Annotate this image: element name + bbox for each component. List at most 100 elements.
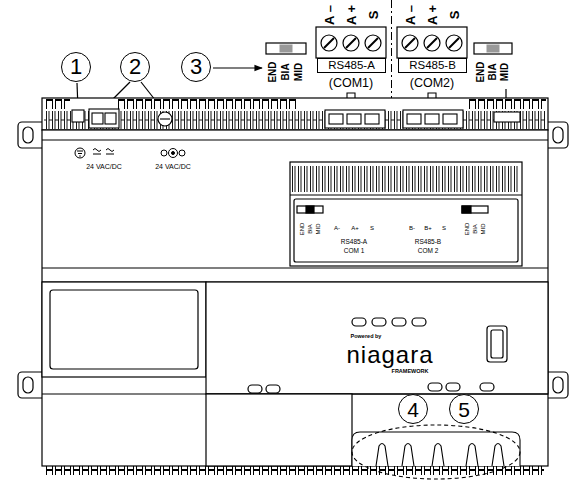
vent-fins <box>468 99 546 109</box>
power-symbol <box>78 153 82 154</box>
status-led <box>480 383 494 391</box>
comm-module <box>290 194 522 195</box>
pin-name: B+ <box>424 225 432 231</box>
switch-position: BIA <box>472 224 478 234</box>
switch-inset <box>474 43 512 54</box>
switch-position: MID <box>315 224 321 235</box>
callout-number: 5 <box>449 394 479 424</box>
pin-name: S <box>448 11 461 20</box>
terminal-screw <box>324 38 459 48</box>
pin-name: A + <box>345 5 358 25</box>
comm-module <box>290 162 522 266</box>
power-symbol <box>179 150 185 156</box>
status-led <box>428 383 442 391</box>
terminal-block <box>321 35 337 51</box>
power-symbol <box>75 148 85 158</box>
pin-name: S <box>442 225 446 231</box>
power-symbol <box>77 151 83 152</box>
top-connector <box>158 112 172 126</box>
status-led <box>446 383 460 391</box>
leader-line <box>213 67 262 68</box>
latch <box>492 444 504 467</box>
top-connector <box>92 113 103 124</box>
mounting-ear <box>23 377 33 393</box>
port-name: COM 2 <box>418 248 439 255</box>
callout-number: 4 <box>398 394 428 424</box>
top-connector <box>494 112 520 122</box>
pin-name: S <box>370 225 374 231</box>
top-connector <box>325 110 385 128</box>
latch <box>352 432 520 466</box>
top-connector <box>443 114 457 124</box>
power-symbol <box>75 148 185 158</box>
terminal-block <box>397 27 467 58</box>
top-connector <box>105 113 116 124</box>
status-led <box>266 385 280 393</box>
callout-number: 2 <box>120 52 150 82</box>
switch-position: MID <box>500 63 510 81</box>
housing <box>50 290 198 369</box>
switch-inset <box>487 45 500 53</box>
latch <box>432 444 444 467</box>
power-symbol <box>79 156 81 157</box>
terminal-screw <box>324 38 334 48</box>
terminal-screw <box>405 38 415 48</box>
housing <box>206 282 548 394</box>
switch-inset <box>266 43 306 54</box>
top-connector <box>365 114 379 124</box>
vent-fins <box>292 166 520 192</box>
port-label-box: RS485-B <box>398 58 467 73</box>
pin-name: S <box>367 11 380 20</box>
power-symbol <box>106 149 114 152</box>
top-connector <box>329 114 343 124</box>
switch-position: BIA <box>488 63 498 80</box>
switch-position: END <box>464 223 470 236</box>
callout-digit: 1 <box>70 56 82 78</box>
housing <box>42 130 548 466</box>
comm-module <box>297 206 323 213</box>
port-name: RS485-B <box>415 239 441 246</box>
callout-digit: 5 <box>458 399 470 420</box>
status-led <box>248 385 262 393</box>
housing <box>42 267 548 268</box>
logo-text: niagara <box>346 343 433 367</box>
pin-name: A+ <box>351 225 359 231</box>
power-symbol <box>93 154 101 155</box>
reset-button <box>487 326 507 362</box>
port-name: RS485-B <box>409 60 456 72</box>
power-rating: 24 VAC/DC <box>86 163 122 170</box>
status-led <box>248 318 494 393</box>
comm-module <box>462 206 471 213</box>
switch-position: BIA <box>281 63 291 80</box>
reset-button <box>491 330 503 358</box>
comm-module <box>290 162 522 266</box>
status-led <box>352 318 366 326</box>
switch-position: END <box>476 61 486 82</box>
status-led <box>392 318 406 326</box>
pin-name: A – <box>404 5 417 25</box>
switch-inset <box>280 45 293 53</box>
housing <box>42 139 548 140</box>
top-connector <box>72 109 520 128</box>
switch-inset <box>266 43 512 54</box>
mounting-ear <box>553 377 563 393</box>
port-name: RS485-A <box>328 60 375 72</box>
callout-number: 3 <box>181 52 211 82</box>
vent-fins <box>46 99 70 109</box>
power-symbol <box>161 150 167 156</box>
terminal-block <box>316 27 467 58</box>
switch-position: END <box>299 223 305 236</box>
pin-name: A + <box>426 5 439 25</box>
power-rating: 24 VAC/DC <box>155 163 191 170</box>
switch-position: END <box>268 61 278 82</box>
power-symbol <box>93 149 101 152</box>
switch-position: MID <box>294 63 304 81</box>
top-connector <box>425 114 439 124</box>
top-connector <box>403 110 463 128</box>
switch-position: MID <box>480 224 486 235</box>
comm-module <box>294 199 518 262</box>
logo-text: FRAMEWORK <box>392 369 429 375</box>
pin-name: B- <box>409 225 415 231</box>
mounting-ear <box>23 127 33 143</box>
